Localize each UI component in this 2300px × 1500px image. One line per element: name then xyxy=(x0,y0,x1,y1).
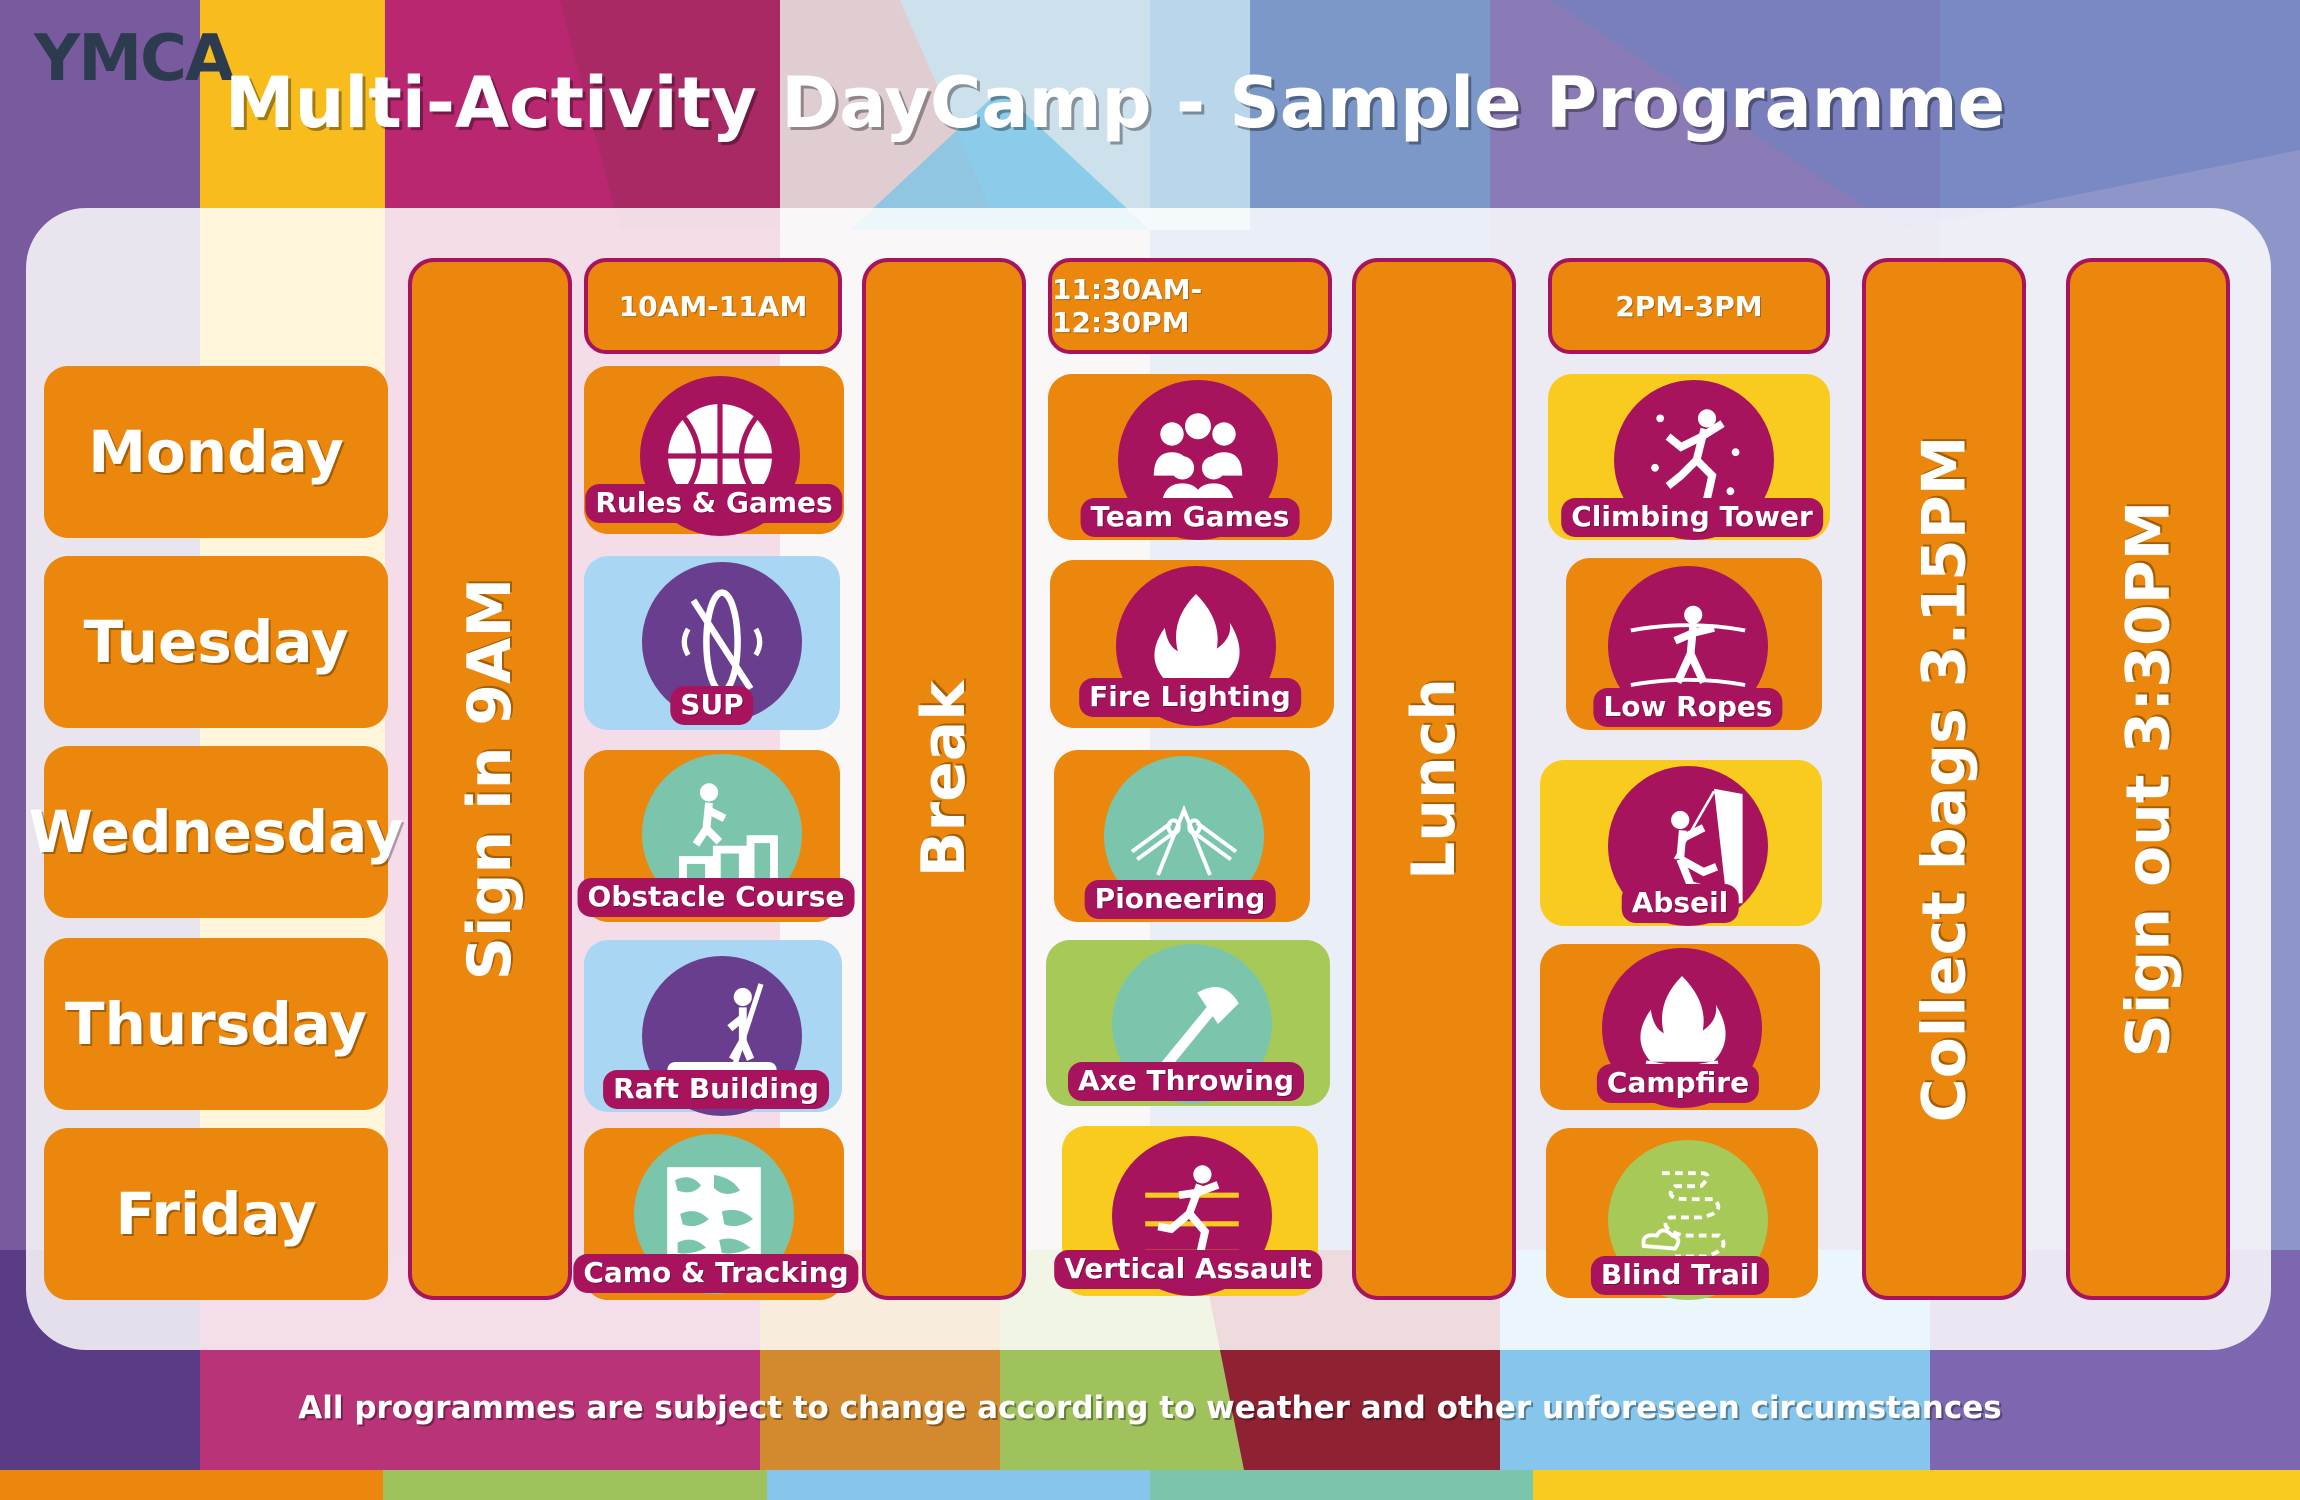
activity-card-pioneering: Pioneering xyxy=(1054,750,1310,922)
activity-label: Climbing Tower xyxy=(1561,498,1823,537)
activity-label: Pioneering xyxy=(1084,880,1276,919)
sign-out-label: Sign out 3:30PM xyxy=(2113,500,2184,1058)
activity-label: Camo & Tracking xyxy=(573,1254,859,1293)
activity-card-team-games: Team Games xyxy=(1048,374,1332,540)
time-slot-2: 11:30AM-12:30PM xyxy=(1048,258,1332,354)
activity-label: Blind Trail xyxy=(1590,1256,1770,1295)
lunch-label: Lunch xyxy=(1399,678,1470,880)
activity-card-axe-throwing: Axe Throwing xyxy=(1046,940,1330,1106)
day-friday: Friday xyxy=(44,1128,388,1300)
activity-label: Obstacle Course xyxy=(577,878,855,917)
activity-card-fire-lighting: Fire Lighting xyxy=(1050,560,1334,728)
activity-label: Campfire xyxy=(1596,1064,1760,1103)
sign-in-column: Sign in 9AM xyxy=(408,258,572,1300)
day-thursday: Thursday xyxy=(44,938,388,1110)
activity-label: Rules & Games xyxy=(585,484,843,523)
time-slot-1: 10AM-11AM xyxy=(584,258,842,354)
sign-out-column: Sign out 3:30PM xyxy=(2066,258,2230,1300)
activity-label: Fire Lighting xyxy=(1079,678,1301,717)
activity-card-blind-trail: Blind Trail xyxy=(1546,1128,1818,1300)
activity-label: SUP xyxy=(670,686,754,725)
ymca-logo: YMCA xyxy=(34,22,235,96)
day-tuesday: Tuesday xyxy=(44,556,388,728)
collect-bags-label: Collect bags 3.15PM xyxy=(1909,435,1979,1123)
activity-card-vertical-assault: Vertical Assault xyxy=(1054,1126,1322,1296)
activity-label: Vertical Assault xyxy=(1054,1250,1322,1289)
time-slot-3: 2PM-3PM xyxy=(1548,258,1830,354)
disclaimer-footer: All programmes are subject to change acc… xyxy=(298,1390,2002,1426)
collect-bags-column: Collect bags 3.15PM xyxy=(1862,258,2026,1300)
activity-card-obstacle-course: Obstacle Course xyxy=(577,750,855,922)
activity-label: Raft Building xyxy=(603,1070,829,1109)
activity-card-climbing-tower: Climbing Tower xyxy=(1548,374,1830,540)
lunch-column: Lunch xyxy=(1352,258,1516,1300)
activity-label: Team Games xyxy=(1080,498,1300,537)
activity-card-abseil: Abseil xyxy=(1540,760,1822,926)
activity-card-rules-games: Rules & Games xyxy=(584,366,844,536)
activity-label: Axe Throwing xyxy=(1068,1062,1304,1101)
activity-card-camo-tracking: Camo & Tracking xyxy=(573,1128,859,1300)
break-column: Break xyxy=(862,258,1026,1300)
activity-label: Abseil xyxy=(1621,884,1739,923)
day-monday: Monday xyxy=(44,366,388,538)
activity-label: Low Ropes xyxy=(1593,688,1783,727)
break-label: Break xyxy=(909,680,979,878)
activity-card-raft-building: Raft Building xyxy=(584,940,842,1116)
page-title: Multi-Activity DayCamp - Sample Programm… xyxy=(224,62,2006,144)
day-wednesday: Wednesday xyxy=(29,746,403,918)
activity-card-low-ropes: Low Ropes xyxy=(1566,558,1822,730)
activity-card-campfire: Campfire xyxy=(1540,944,1820,1110)
sign-in-label: Sign in 9AM xyxy=(455,577,525,981)
activity-card-sup: SUP xyxy=(584,556,840,730)
